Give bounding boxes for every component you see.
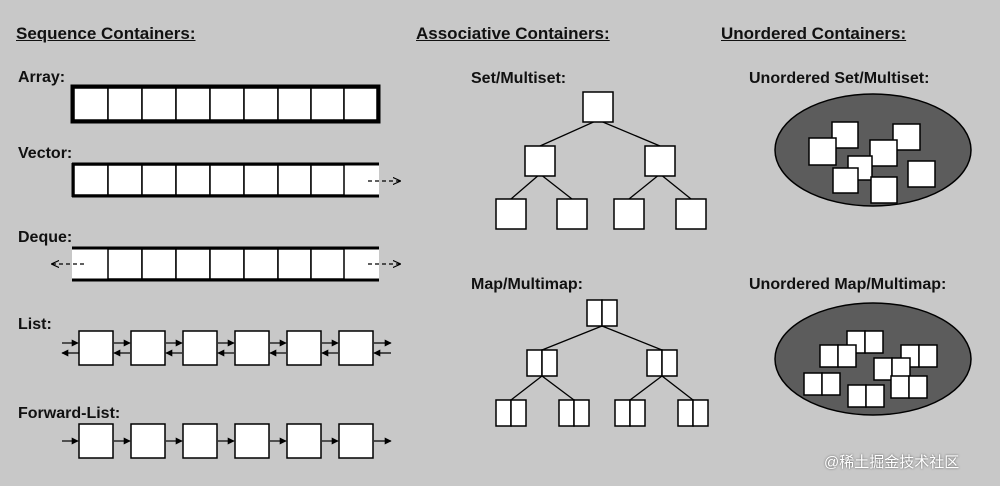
- unordered-set-element: [808, 137, 837, 166]
- set-tree-node: [644, 145, 676, 177]
- deque-cell: [209, 248, 245, 280]
- array-cell: [107, 87, 143, 121]
- unordered-set-element: [907, 160, 936, 188]
- array-cell: [277, 87, 312, 121]
- list-node: [78, 330, 114, 366]
- associative-containers-header: Associative Containers:: [416, 24, 610, 43]
- unordered-set-multiset-label: Unordered Set/Multiset:: [749, 70, 930, 87]
- deque-cell: [310, 248, 345, 280]
- unordered-map-element: [803, 372, 841, 396]
- watermark-text: @稀土掘金技术社区: [824, 454, 960, 471]
- forward-list-node: [338, 423, 374, 459]
- vector-label: Vector:: [18, 145, 73, 162]
- set-tree-node: [675, 198, 707, 230]
- list-node: [130, 330, 166, 366]
- unordered-set-diagram: [774, 93, 972, 207]
- deque-label: Deque:: [18, 229, 73, 246]
- unordered-map-element: [873, 357, 911, 381]
- deque-cell: [107, 248, 143, 280]
- map-tree-node: [614, 399, 646, 427]
- forward-list-node: [234, 423, 270, 459]
- forward-list-node: [130, 423, 166, 459]
- vector-cell: [107, 164, 143, 196]
- forward-list-node: [78, 423, 114, 459]
- vector-cell: [243, 164, 279, 196]
- forward-list-node: [286, 423, 322, 459]
- forward-list-diagram: [62, 423, 392, 459]
- map-tree-node: [677, 399, 709, 427]
- array-cell: [141, 87, 177, 121]
- array-label: Array:: [18, 69, 66, 86]
- vector-cell: [175, 164, 211, 196]
- list-node: [234, 330, 270, 366]
- unordered-map-diagram: [774, 302, 972, 416]
- set-tree-node: [495, 198, 527, 230]
- list-node: [182, 330, 218, 366]
- array-cell: [209, 87, 245, 121]
- set-tree-node: [613, 198, 645, 230]
- map-tree-node: [586, 299, 618, 327]
- array-diagram: [70, 84, 381, 124]
- map-multimap-label: Map/Multimap:: [471, 276, 583, 293]
- map-tree-node: [526, 349, 558, 377]
- unordered-map-multimap-label: Unordered Map/Multimap:: [749, 276, 947, 293]
- array-cell: [243, 87, 279, 121]
- vector-cell: [277, 164, 312, 196]
- vector-cell: [209, 164, 245, 196]
- deque-cell: [175, 248, 211, 280]
- unordered-map-element: [847, 384, 885, 408]
- vector-cell: [310, 164, 345, 196]
- unordered-set-element: [832, 167, 859, 194]
- list-node: [286, 330, 322, 366]
- array-cell: [343, 87, 378, 121]
- set-tree-node: [556, 198, 588, 230]
- deque-cell: [141, 248, 177, 280]
- unordered-map-element: [890, 375, 928, 399]
- set-multiset-label: Set/Multiset:: [471, 70, 567, 87]
- deque-cell: [243, 248, 279, 280]
- array-cell: [175, 87, 211, 121]
- list-label: List:: [18, 316, 52, 333]
- map-tree-diagram: [495, 299, 709, 427]
- unordered-set-element: [870, 176, 898, 204]
- set-tree-node: [582, 91, 614, 123]
- list-node: [338, 330, 374, 366]
- deque-diagram: [52, 246, 400, 282]
- unordered-map-element: [819, 344, 857, 368]
- vector-cell: [141, 164, 177, 196]
- map-tree-node: [495, 399, 527, 427]
- unordered-containers-header: Unordered Containers:: [721, 24, 907, 43]
- deque-cell: [277, 248, 312, 280]
- array-cell: [73, 87, 109, 121]
- set-tree-diagram: [495, 91, 707, 230]
- forward-list-label: Forward-List:: [18, 405, 121, 422]
- map-tree-node: [558, 399, 590, 427]
- list-diagram: [61, 330, 392, 366]
- vector-cell: [73, 164, 109, 196]
- set-tree-node: [524, 145, 556, 177]
- unordered-set-element: [869, 139, 898, 167]
- vector-diagram: [71, 162, 400, 198]
- array-cell: [310, 87, 345, 121]
- sequence-containers-header: Sequence Containers:: [16, 24, 196, 43]
- map-tree-node: [646, 349, 678, 377]
- forward-list-node: [182, 423, 218, 459]
